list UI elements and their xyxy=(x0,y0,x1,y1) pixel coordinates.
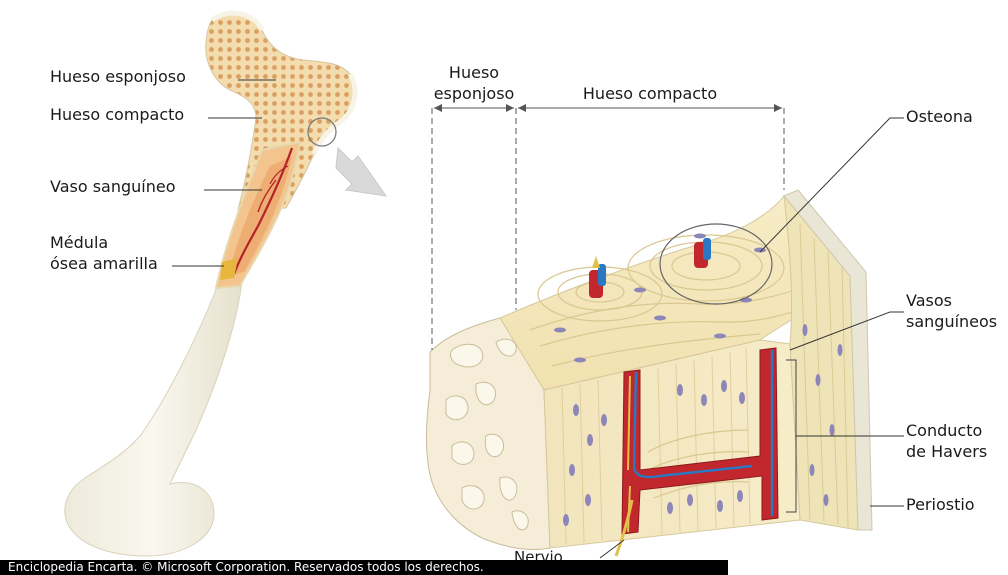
label-blood-vessel: Vaso sanguíneo xyxy=(50,176,176,197)
label-havers-line1: Conducto xyxy=(906,420,982,441)
femur-shaft xyxy=(65,282,242,556)
label-spongy-bone: Hueso esponjoso xyxy=(50,66,186,87)
label-spongy-top-line2: esponjoso xyxy=(422,83,526,104)
label-osteon: Osteona xyxy=(906,106,973,127)
femur-illustration xyxy=(65,13,386,556)
label-spongy-top-line1: Hueso xyxy=(426,62,522,83)
label-vessels-line2: sanguíneos xyxy=(906,311,997,332)
copyright-footer: Enciclopedia Encarta. © Microsoft Corpor… xyxy=(0,560,728,575)
label-vessels-line1: Vasos xyxy=(906,290,952,311)
label-marrow-line1: Médula xyxy=(50,232,108,253)
bone-block-illustration xyxy=(427,190,873,556)
label-compact-top: Hueso compacto xyxy=(552,83,748,104)
label-marrow-line2: ósea amarilla xyxy=(50,253,158,274)
label-havers-line2: de Havers xyxy=(906,441,987,462)
label-periosteum: Periostio xyxy=(906,494,975,515)
label-compact-bone: Hueso compacto xyxy=(50,104,184,125)
zoom-arrow xyxy=(336,148,386,196)
